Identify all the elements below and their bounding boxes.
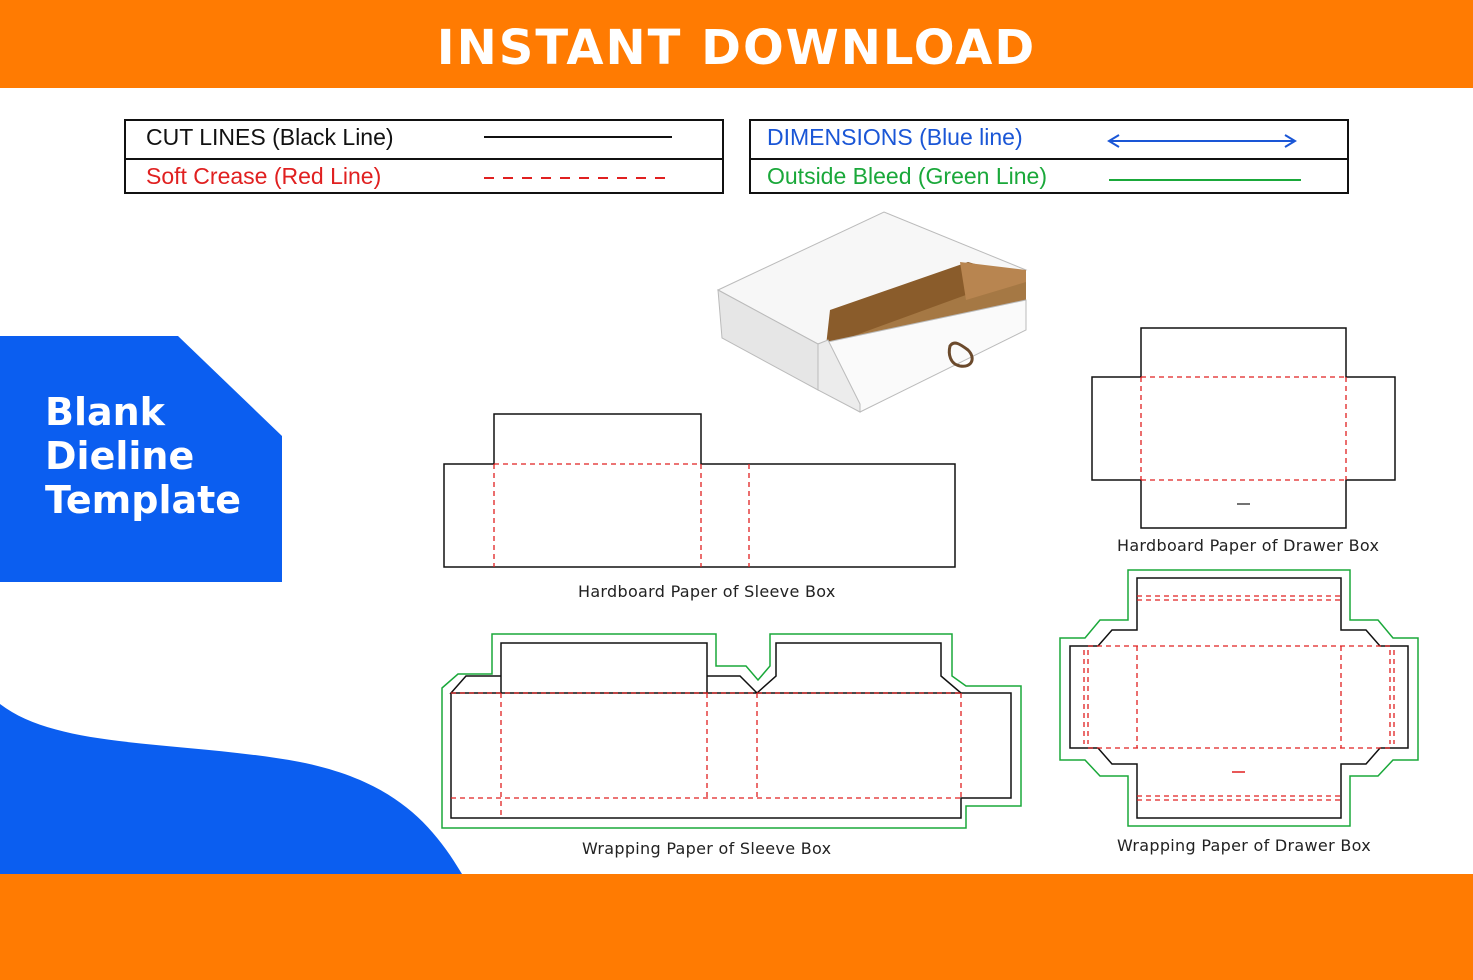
legend-cut-label: CUT LINES (Black Line) <box>146 124 394 150</box>
legend-row-cut: CUT LINES (Black Line) <box>126 121 722 158</box>
caption-sleeve-wrapping: Wrapping Paper of Sleeve Box <box>582 839 832 858</box>
drawer-wrapping-dieline <box>1059 569 1419 827</box>
legend-row-dimensions: DIMENSIONS (Blue line) <box>751 121 1347 158</box>
legend-left: CUT LINES (Black Line) Soft Crease (Red … <box>124 119 724 194</box>
legend-row-bleed: Outside Bleed (Green Line) <box>751 158 1347 197</box>
cut-line-sample <box>484 136 672 138</box>
decorative-wave <box>0 704 462 874</box>
crease-line-sample <box>484 177 672 179</box>
bleed-line-sample <box>1109 179 1301 181</box>
legend-bleed-label: Outside Bleed (Green Line) <box>767 163 1047 189</box>
side-panel-line-2: Dieline <box>45 434 195 478</box>
legend-row-crease: Soft Crease (Red Line) <box>126 158 722 197</box>
drawer-box-3d-illustration <box>716 211 1028 413</box>
bottom-banner <box>0 874 1473 980</box>
sleeve-wrapping-dieline <box>441 633 1022 829</box>
legend-dimensions-label: DIMENSIONS (Blue line) <box>767 124 1023 150</box>
side-panel-line-1: Blank <box>45 390 165 434</box>
dimension-arrow-sample <box>1107 134 1297 148</box>
side-panel <box>0 336 282 582</box>
legend-right: DIMENSIONS (Blue line) Outside Bleed (Gr… <box>749 119 1349 194</box>
legend-crease-label: Soft Crease (Red Line) <box>146 163 382 189</box>
banner-title: INSTANT DOWNLOAD <box>436 20 1037 76</box>
caption-drawer-wrapping: Wrapping Paper of Drawer Box <box>1117 836 1371 855</box>
side-panel-line-3: Template <box>45 478 242 522</box>
top-banner <box>0 0 1473 88</box>
caption-drawer-hardboard: Hardboard Paper of Drawer Box <box>1117 536 1380 555</box>
drawer-hardboard-dieline <box>1091 327 1396 529</box>
side-panel-text: Blank Dieline Template <box>45 390 241 522</box>
caption-sleeve-hardboard: Hardboard Paper of Sleeve Box <box>578 582 836 601</box>
sleeve-hardboard-dieline <box>443 413 956 568</box>
